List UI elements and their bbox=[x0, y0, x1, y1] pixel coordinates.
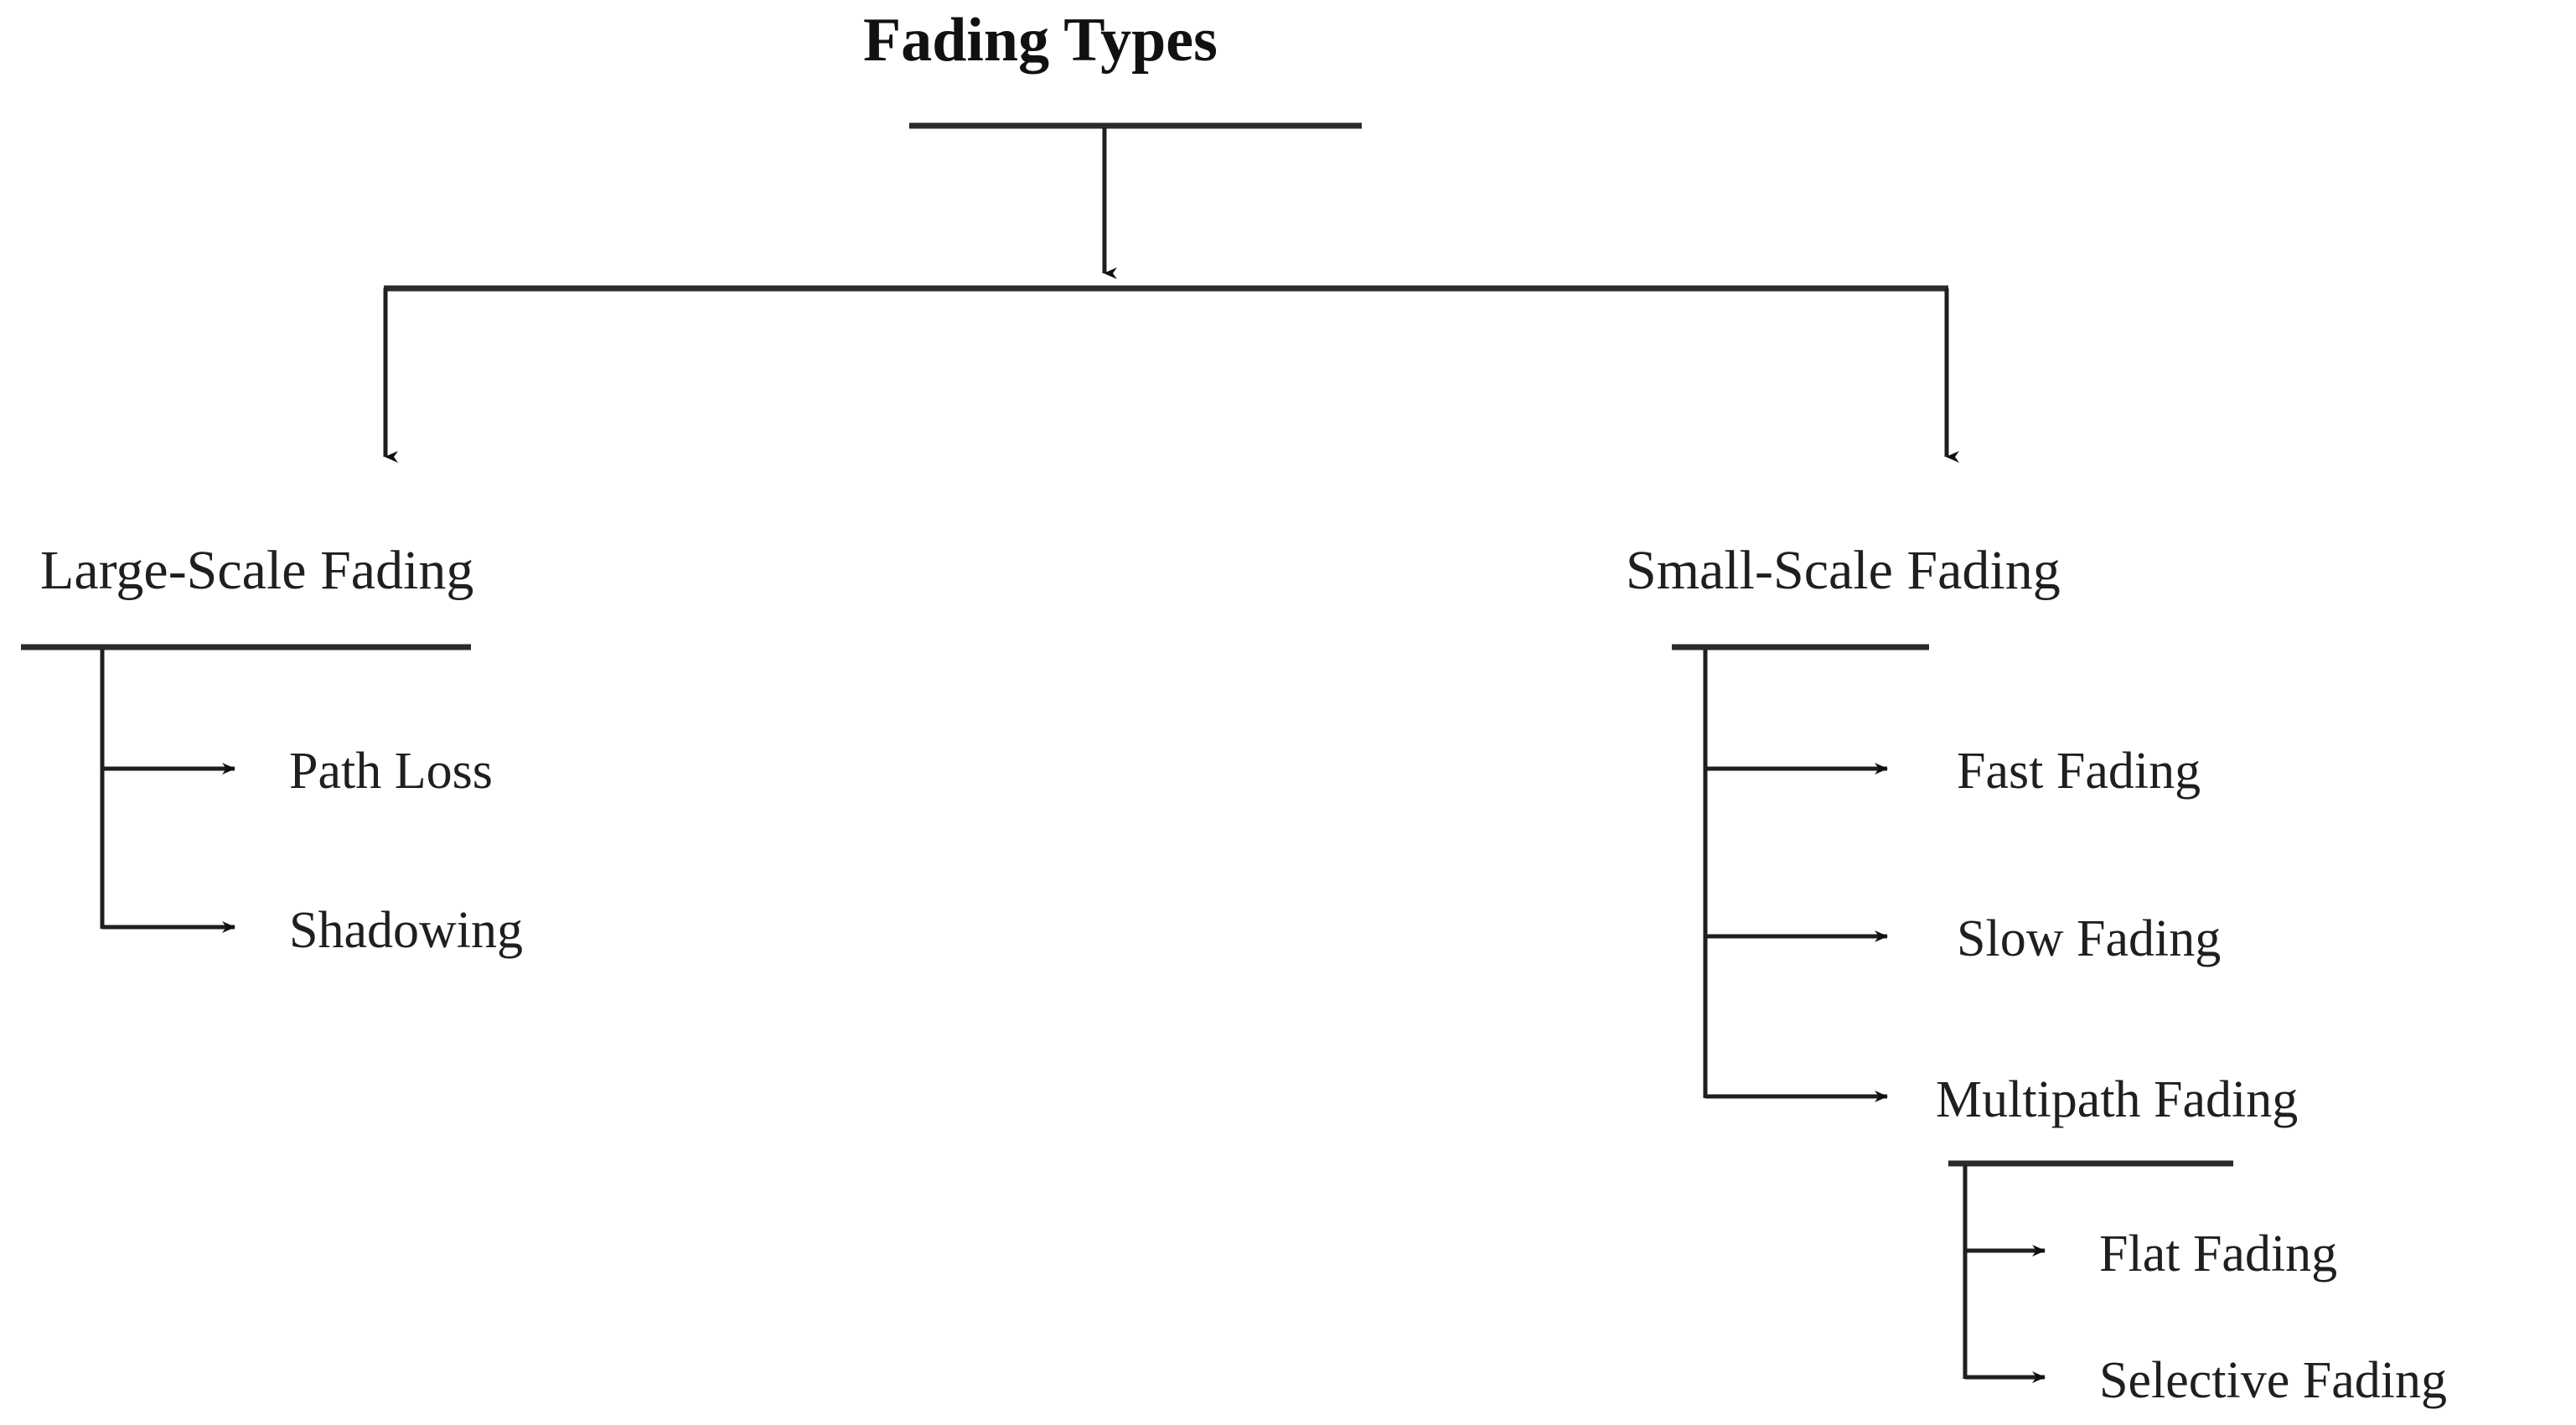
node-slow-fading: Slow Fading bbox=[1957, 910, 2221, 967]
node-path-loss: Path Loss bbox=[289, 743, 493, 800]
node-shadowing: Shadowing bbox=[289, 902, 523, 959]
node-large-scale-fading: Large-Scale Fading bbox=[40, 540, 473, 601]
node-fast-fading: Fast Fading bbox=[1957, 743, 2201, 800]
node-flat-fading: Flat Fading bbox=[2099, 1226, 2337, 1282]
node-selective-fading: Selective Fading bbox=[2099, 1352, 2447, 1409]
node-multipath-fading: Multipath Fading bbox=[1936, 1071, 2298, 1128]
diagram-title: Fading Types bbox=[863, 6, 1218, 75]
node-small-scale-fading: Small-Scale Fading bbox=[1626, 540, 2061, 601]
